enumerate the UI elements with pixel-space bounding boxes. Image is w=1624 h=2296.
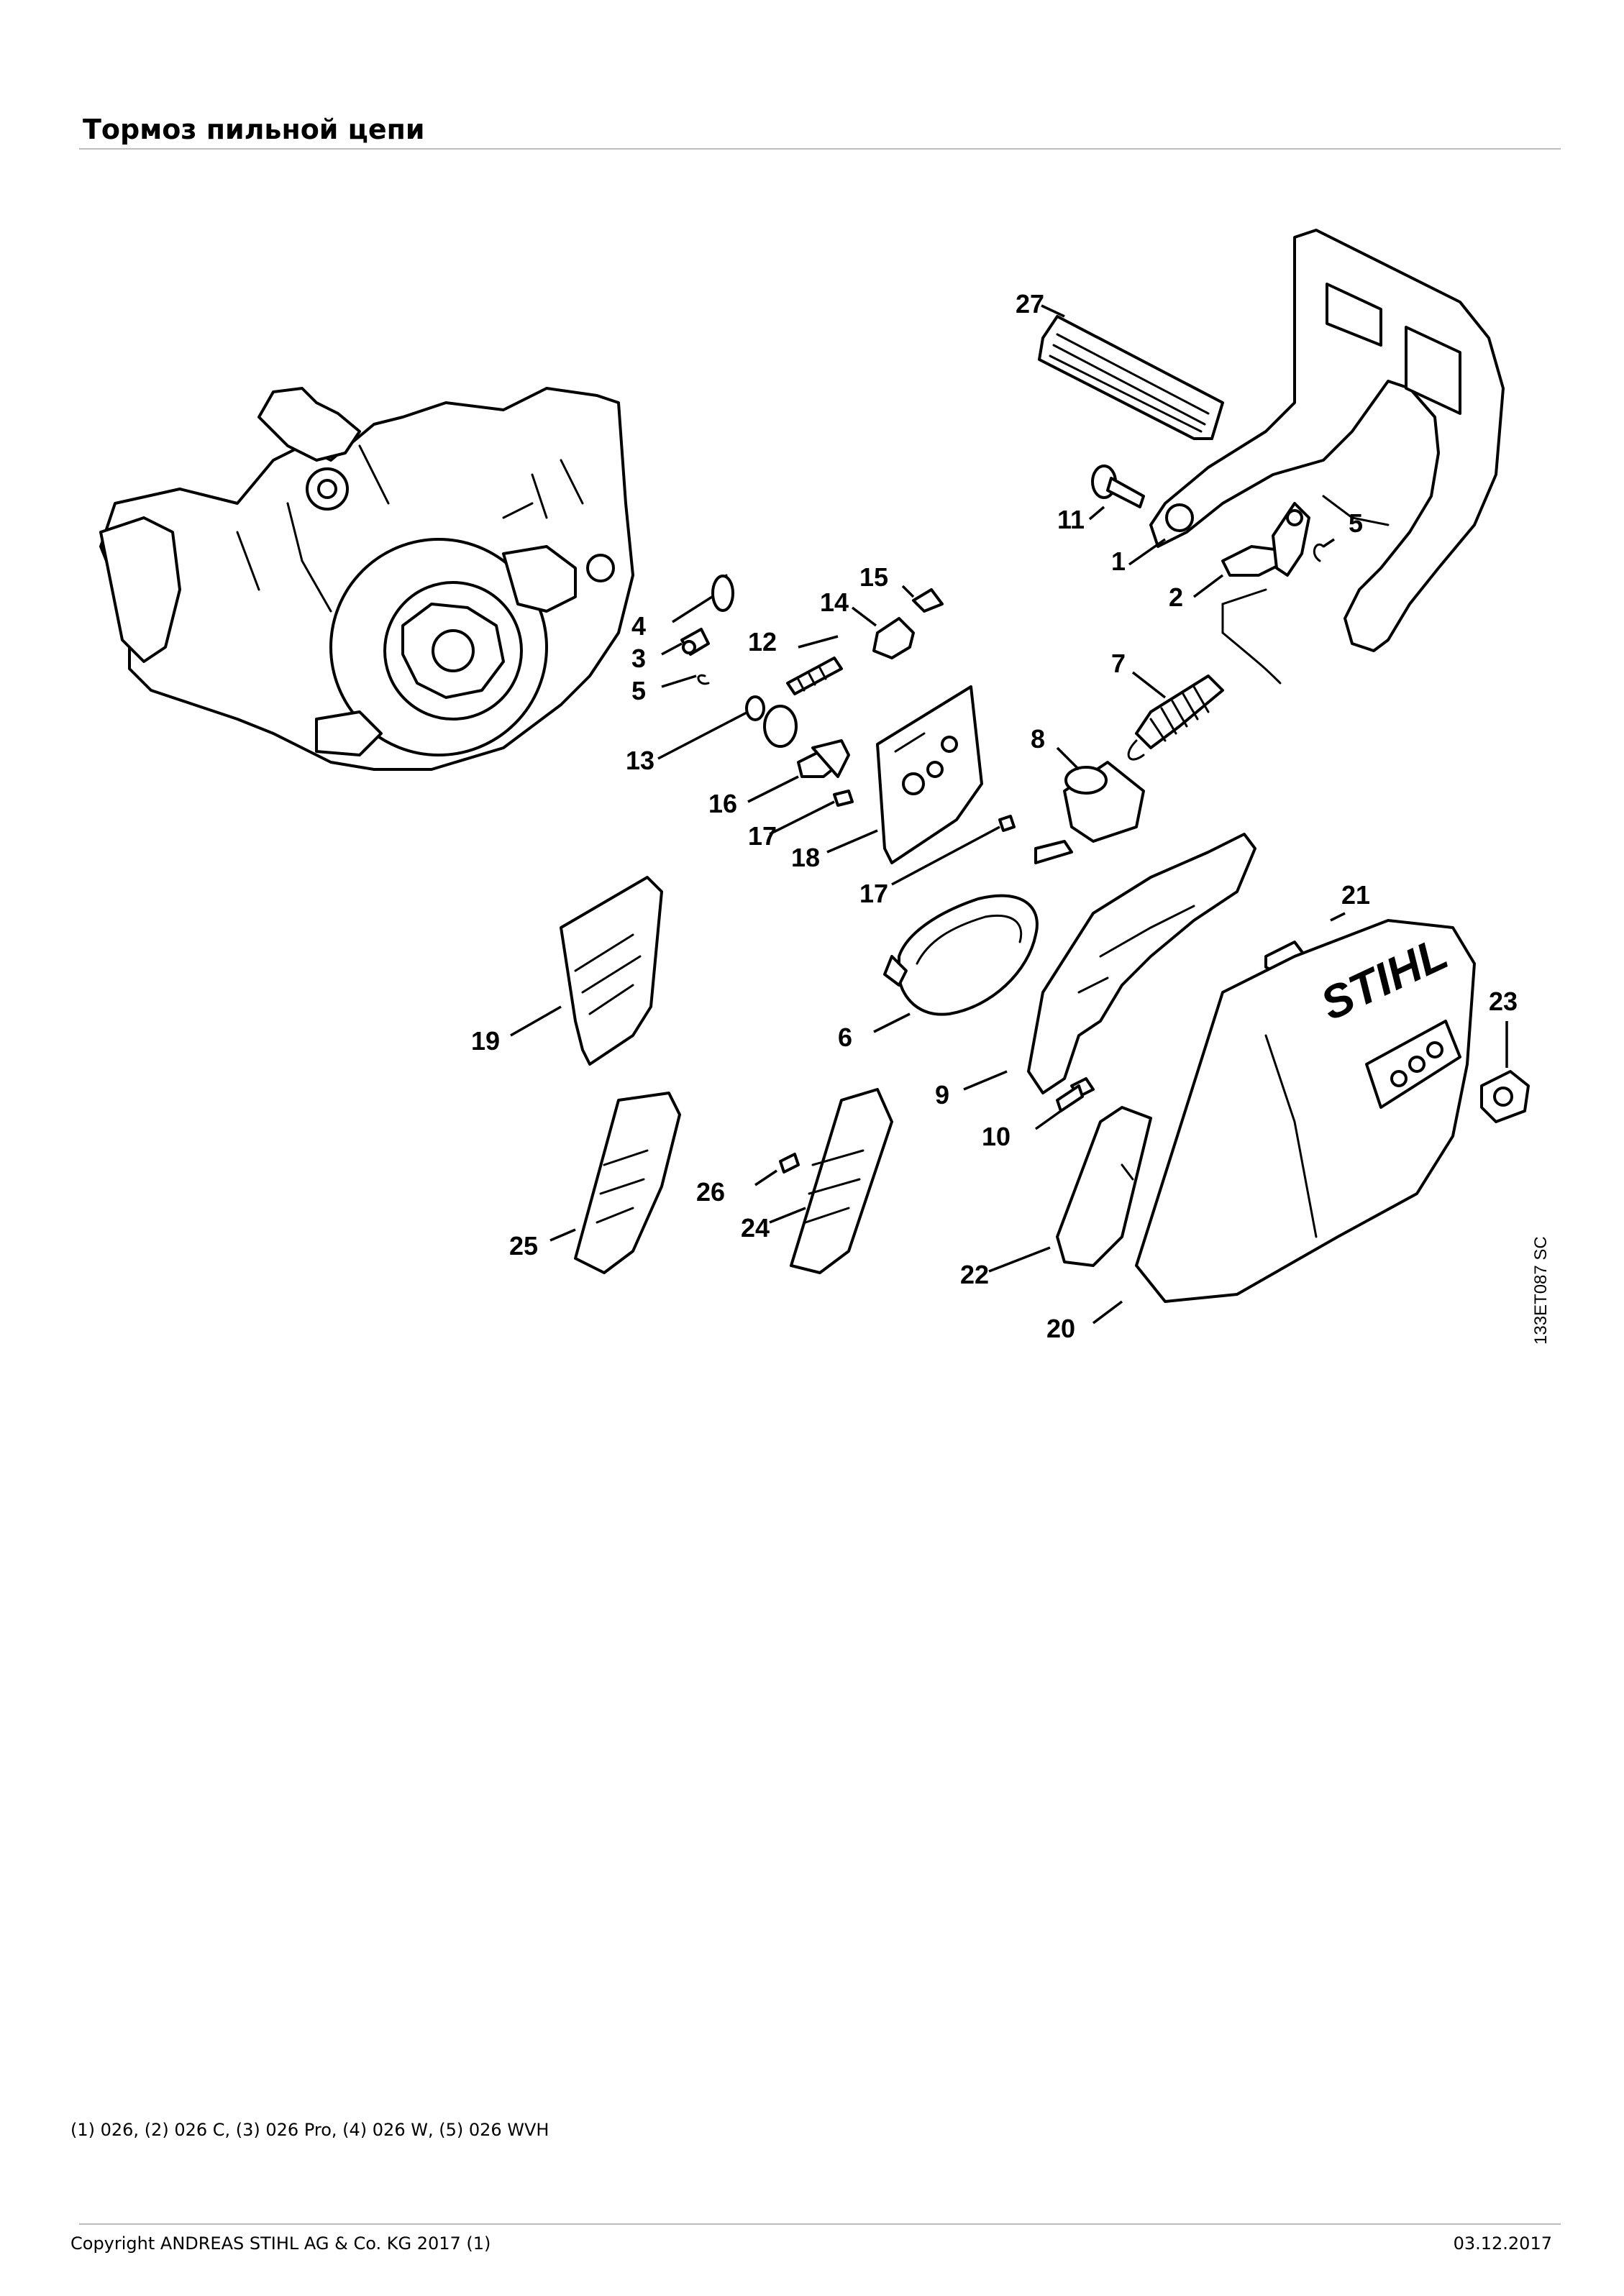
hand-guard-drawing: [1149, 229, 1505, 652]
callout-20: 20: [1046, 1314, 1075, 1343]
exploded-parts-diagram: STIHL: [99, 229, 1551, 1345]
plate-18-drawing: [876, 685, 1016, 864]
chain-catcher-25-drawing: [574, 1092, 681, 1274]
sleeve-8-drawing: [1063, 761, 1145, 843]
spring-7-drawing: [1127, 588, 1282, 761]
callout-4: 4: [631, 611, 646, 641]
date-text: 03.12.2017: [1453, 2233, 1552, 2254]
grip-pad-drawing: [1038, 315, 1224, 440]
small-parts-left-drawing: [680, 574, 734, 685]
callout-2: 2: [1169, 582, 1183, 612]
nut-23-drawing: [1480, 1070, 1530, 1123]
footer-divider: [79, 2223, 1561, 2225]
callout-27: 27: [1016, 289, 1044, 319]
callout-24: 24: [741, 1213, 770, 1243]
screw-10-drawing: [1056, 1084, 1084, 1112]
leader-lines: [510, 304, 1508, 1325]
callout-11: 11: [1057, 505, 1085, 534]
callout-16: 16: [708, 789, 737, 818]
callout-17-right: 17: [859, 879, 888, 908]
callout-22: 22: [960, 1260, 989, 1289]
callout-18: 18: [791, 843, 820, 872]
page-title: Тормоз пильной цепи: [83, 114, 425, 145]
callout-9: 9: [935, 1080, 949, 1110]
callout-7: 7: [1111, 649, 1126, 678]
engine-housing-drawing: [99, 387, 634, 771]
callout-14: 14: [820, 587, 849, 617]
callout-25: 25: [509, 1231, 538, 1261]
sprocket-cover-drawing: STIHL: [1135, 919, 1476, 1303]
screw-11-drawing: [1091, 465, 1145, 508]
small-parts-center-drawing: [745, 588, 944, 807]
plate-19-drawing: [560, 876, 663, 1066]
title-divider: [79, 148, 1561, 150]
callout-12: 12: [748, 627, 777, 657]
callout-26: 26: [696, 1177, 725, 1207]
callout-5-left: 5: [631, 676, 646, 705]
callout-21: 21: [1341, 880, 1370, 910]
callout-13: 13: [626, 746, 654, 775]
callout-10: 10: [982, 1122, 1011, 1151]
callout-5-right: 5: [1349, 508, 1363, 538]
copyright-text: Copyright ANDREAS STIHL AG & Co. KG 2017…: [70, 2233, 491, 2254]
lever-2-drawing: [1221, 502, 1325, 577]
callout-1: 1: [1111, 546, 1126, 576]
models-footnote: (1) 026, (2) 026 C, (3) 026 Pro, (4) 026…: [70, 2120, 549, 2140]
callout-17-left: 17: [748, 821, 777, 851]
chain-catcher-24-drawing: [779, 1088, 893, 1274]
callout-numbers: 27 11 1 2 5 7 8 4 3 5 12 14 15 13 16 17 …: [471, 289, 1518, 1343]
cover-strip-drawing: [1056, 1106, 1152, 1267]
drawing-code: 133ET087 SC: [1531, 1236, 1551, 1345]
callout-23: 23: [1489, 987, 1518, 1016]
brake-band-drawing: [883, 840, 1073, 1016]
callout-19: 19: [471, 1026, 500, 1056]
callout-8: 8: [1031, 724, 1045, 754]
callout-15: 15: [859, 562, 888, 592]
callout-3: 3: [631, 644, 646, 673]
callout-6: 6: [838, 1023, 852, 1052]
